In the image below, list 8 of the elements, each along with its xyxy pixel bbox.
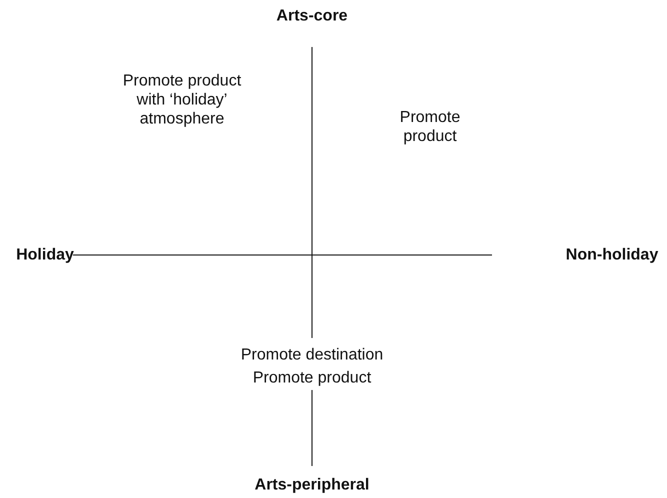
quadrant-text: Promote product bbox=[398, 108, 462, 146]
quadrant-text: Promote product with ‘holiday’ atmosphere bbox=[122, 72, 242, 128]
axis-label: Arts-core bbox=[276, 6, 348, 26]
axis-label: Holiday bbox=[16, 246, 74, 264]
quadrant-text: Promote destination bbox=[240, 346, 384, 364]
axis-label: Non-holiday bbox=[566, 246, 658, 264]
axis-label: Arts-peripheral bbox=[254, 476, 370, 494]
quadrant-text: Promote product bbox=[252, 368, 372, 388]
